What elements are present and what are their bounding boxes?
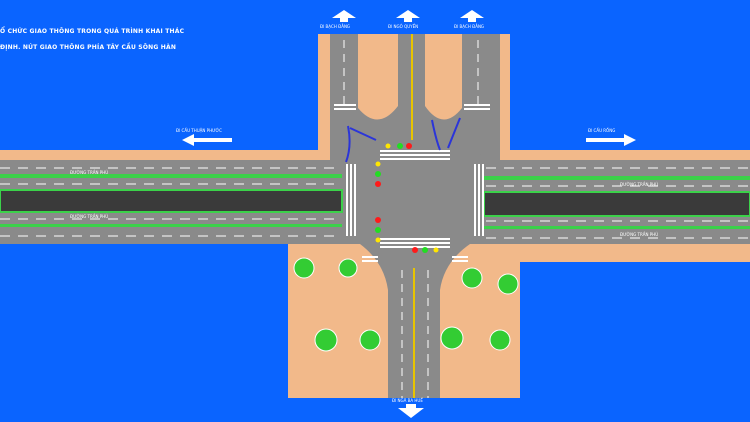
crosswalk-east — [474, 164, 484, 236]
signal-light — [385, 143, 391, 149]
south-west-land — [0, 232, 388, 398]
signal-light — [375, 217, 381, 223]
title-line-2: ĐỊNH. NÚT GIAO THÔNG PHÍA TÂY CẦU SÔNG H… — [0, 44, 177, 51]
street-label-east-lower: ĐƯỜNG TRẦN PHÚ — [620, 232, 659, 237]
east-median-upper — [484, 176, 750, 180]
east-lane-marks — [486, 167, 750, 239]
northwest-land — [0, 150, 318, 162]
tree-icon — [338, 258, 358, 278]
signal-light — [433, 247, 439, 253]
direction-label-north-right: ĐI BẠCH ĐẰNG — [454, 24, 485, 29]
crosswalk-south-left — [362, 256, 378, 262]
arrow-down-icon — [398, 404, 424, 418]
direction-label-south: ĐI NGÃ BA HUẾ — [392, 398, 423, 403]
arrow-up-icon — [460, 10, 484, 22]
direction-label-north-left: ĐI BẠCH ĐẰNG — [320, 24, 351, 29]
trees — [293, 257, 519, 352]
west-lane-marks — [0, 167, 340, 237]
north-island-left — [358, 34, 398, 120]
street-label-east-upper: ĐƯỜNG TRẦN PHÚ — [620, 182, 659, 187]
arrow-left-icon — [182, 134, 232, 146]
tree-icon — [440, 326, 464, 350]
direction-label-west: ĐI CẦU THUẬN PHƯỚC — [176, 128, 222, 133]
east-median — [483, 191, 750, 217]
crosswalk-north — [380, 150, 450, 160]
signal-light — [406, 143, 412, 149]
tree-icon — [497, 273, 519, 295]
tree-icon — [359, 329, 381, 351]
signal-light — [375, 227, 381, 233]
crosswalk-north-left — [334, 104, 356, 110]
temporary-barriers — [345, 117, 461, 163]
tree-icon — [293, 257, 315, 279]
traffic-signals — [375, 143, 439, 253]
street-label-west-upper: ĐƯỜNG TRẦN PHÚ — [70, 170, 109, 175]
north-road — [330, 34, 500, 164]
signal-light — [422, 247, 428, 253]
arrow-up-icon — [332, 10, 356, 22]
west-median-upper — [0, 174, 342, 178]
tree-icon — [461, 267, 483, 289]
crosswalk-south-right — [452, 256, 468, 262]
crosswalk-north-right — [464, 104, 490, 110]
east-median-lower — [484, 226, 750, 229]
signal-light — [412, 247, 418, 253]
west-median — [0, 189, 343, 213]
signal-light — [375, 181, 381, 187]
direction-label-east: ĐI CẦU RỒNG — [588, 128, 616, 133]
signal-light — [375, 161, 381, 167]
direction-label-north-center: ĐI NGÔ QUYỀN — [388, 24, 419, 29]
tree-icon — [314, 328, 338, 352]
signal-light — [375, 171, 381, 177]
arrow-up-icon — [396, 10, 420, 22]
title-line-1: Ổ CHỨC GIAO THÔNG TRONG QUÁ TRÌNH KHAI T… — [0, 28, 185, 35]
direction-arrows — [182, 10, 636, 418]
signal-light — [375, 237, 381, 243]
signal-light — [397, 143, 403, 149]
west-median-lower — [0, 224, 342, 227]
south-lane-marks — [401, 270, 429, 398]
crosswalk-south — [380, 238, 450, 248]
street-label-west-lower: ĐƯỜNG TRẦN PHÚ — [70, 214, 109, 219]
crosswalk-west — [346, 164, 356, 236]
intersection-core — [340, 150, 490, 244]
arrow-right-icon — [586, 134, 636, 146]
north-lane-marks — [343, 40, 479, 110]
north-island-right — [425, 34, 462, 120]
tree-icon — [489, 329, 511, 351]
